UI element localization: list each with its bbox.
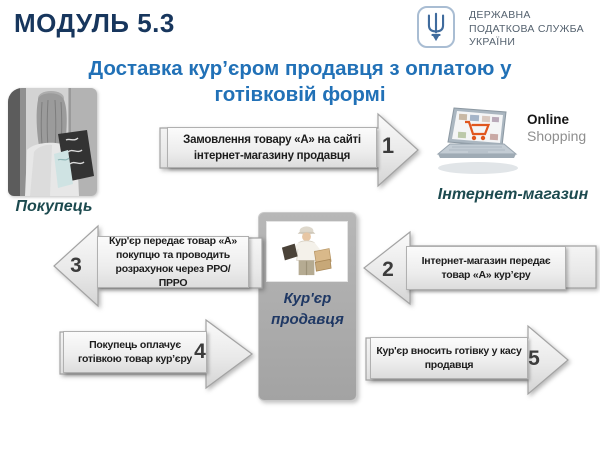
courier-label: Кур'єр продавця [258, 288, 357, 330]
step-5-number: 5 [528, 347, 540, 370]
page-title-line1: Доставка кур’єром продавця з оплатою у [88, 57, 512, 80]
step-3-text: Кур'єр передає товар «А» покупцю та пров… [97, 235, 249, 289]
buyer-label: Покупець [15, 198, 93, 215]
brand-shopping: Shopping [527, 128, 587, 144]
brand-online: Online [527, 112, 570, 127]
shopping-cart-icon [465, 120, 491, 136]
trident-base [432, 35, 440, 42]
step-2-text: Інтернет-магазин передає товар «А» кур’є… [406, 246, 566, 290]
tax-service-line3: УКРАЇНИ [469, 36, 516, 48]
step-1-number: 1 [381, 133, 395, 158]
step-4-text: Покупець оплачує готівкою товар кур’єру [63, 331, 207, 373]
step-5-text: Кур'єр вносить готівку у касу продавця [370, 337, 528, 379]
step-1-text: Замовлення товару «А» на сайті інтернет-… [167, 127, 377, 168]
module-title: МОДУЛЬ 5.3 [14, 8, 175, 38]
step-4-number: 4 [194, 340, 206, 363]
page-title-line2: готівковій формі [214, 83, 386, 106]
courier-label-line2: продавця [271, 311, 344, 328]
courier-photo [266, 221, 348, 282]
tryzub-trident-icon [427, 12, 445, 42]
courier-label-line1: Кур'єр [283, 290, 332, 307]
tax-service-name: ДЕРЖАВНА ПОДАТКОВА СЛУЖБА УКРАЇНИ [469, 9, 584, 50]
step-3-number: 3 [70, 254, 82, 277]
step-2-number: 2 [382, 258, 394, 281]
tax-service-logo [417, 6, 455, 48]
shop-label: Інтернет-магазин [437, 186, 589, 203]
tax-service-line2: ПОДАТКОВА СЛУЖБА [469, 22, 584, 35]
online-shopping-brand: Online Shopping [527, 112, 586, 144]
buyer-photo [8, 88, 97, 196]
online-shop-laptop-image [432, 106, 524, 178]
tax-service-line1: ДЕРЖАВНА [469, 9, 531, 21]
page-title: Доставка кур’єром продавця з оплатою у г… [0, 56, 600, 108]
